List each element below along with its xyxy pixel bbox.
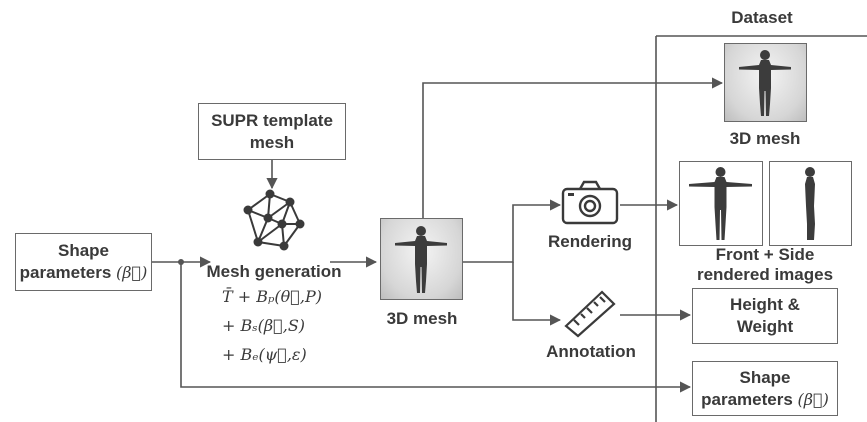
arrow-shape-to-dataset [180,262,692,393]
supr-template-box: SUPR template mesh [198,103,346,160]
human-figure-icon [395,226,447,293]
formula-line-1: T̄ + Bₚ(θ⃗,P) [222,287,322,306]
rendered-caption-line1: Front + Side [715,245,815,264]
ruler-icon [564,290,616,338]
beta-symbol: (β⃗) [116,263,148,282]
rendered-caption-line2: rendered images [696,265,834,284]
shape-params-input-box: Shape parameters (β⃗) [15,233,152,291]
formula-line-3: + Bₑ(ψ⃗,ε) [222,345,307,364]
camera-icon [561,180,619,225]
rendered-caption: Front + Side rendered images [690,245,840,285]
arrow-mesh-to-dataset-mesh [422,77,724,218]
height-weight-box: Height & Weight [692,288,838,344]
shape-params-out-line1: Shape [739,367,791,387]
beta-symbol-out: (β⃗) [797,389,829,409]
dataset-mesh-caption: 3D mesh [729,129,801,148]
side-rendered-image [769,161,852,246]
shape-params-output-box: Shape parameters (β⃗) [692,361,838,416]
dataset-mesh-image [724,43,807,122]
annotation-label: Annotation [546,342,636,361]
height-weight-line1: Height & [730,295,800,314]
side-figure-icon [805,167,815,240]
dataset-title: Dataset [731,8,793,27]
front-rendered-image [679,161,763,246]
mesh-generation-label: Mesh generation [206,262,342,281]
shape-params-out-line2: parameters [701,389,793,409]
rendering-label: Rendering [547,232,633,251]
shape-params-line2: parameters [19,263,112,282]
height-weight-line2: Weight [736,317,794,336]
arrow-mesh-to-rendering [463,199,562,263]
arrow-mesh-to-annotation [512,262,562,326]
human-figure-icon [739,50,791,116]
mesh-network-icon [243,189,305,251]
shape-params-line1: Shape [57,241,110,260]
junction-dot [178,259,184,265]
supr-template-label: SUPR template mesh [211,110,333,152]
shape-params-out-line2-wrap: parameters (β⃗) [701,389,829,411]
shape-params-line2-wrap: parameters (β⃗) [20,262,148,284]
front-figure-icon [689,167,752,240]
mesh-image-center [380,218,463,300]
mesh-center-caption: 3D mesh [386,309,458,328]
formula-line-2: + Bₛ(β⃗,S) [222,316,306,335]
